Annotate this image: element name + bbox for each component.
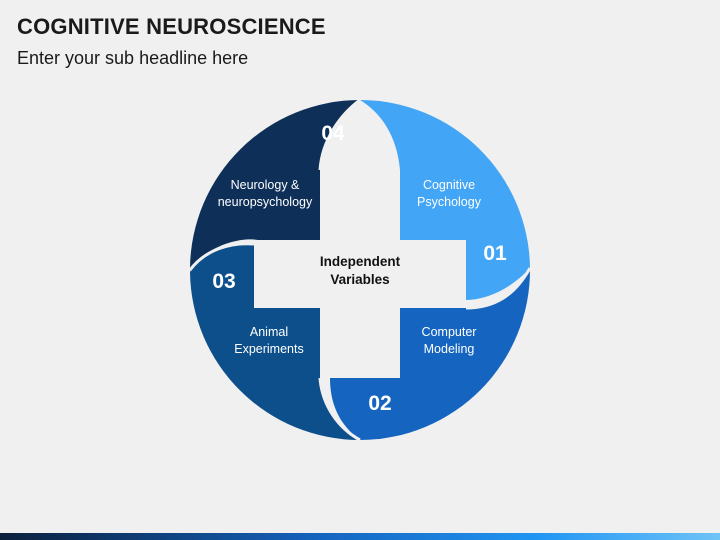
segment-04-number: 04 bbox=[321, 122, 345, 145]
segment-01-shape bbox=[360, 100, 530, 300]
segment-03-number: 03 bbox=[212, 270, 235, 293]
footer-accent-bar bbox=[0, 533, 720, 540]
segment-02-shape bbox=[330, 268, 531, 441]
segment-02-label-line1: Computer bbox=[422, 325, 477, 339]
segment-04-shape bbox=[190, 100, 360, 268]
separator-line bbox=[188, 242, 255, 271]
segment-04-label-line1: Neurology & bbox=[231, 178, 300, 192]
separator-line bbox=[318, 377, 361, 442]
separator-line bbox=[465, 267, 532, 310]
center-label-line1: Independent bbox=[320, 254, 401, 269]
segment-03-label-line2: Experiments bbox=[234, 342, 303, 356]
segment-01-number: 01 bbox=[483, 242, 507, 265]
segment-02-label-line2: Modeling bbox=[424, 342, 475, 356]
segment-01-label-line2: Psychology bbox=[417, 195, 482, 209]
center-label-line2: Variables bbox=[330, 272, 389, 287]
page-title: COGNITIVE NEUROSCIENCE bbox=[17, 14, 326, 39]
segment-02-number: 02 bbox=[368, 392, 391, 415]
separator-line bbox=[318, 98, 361, 171]
segment-04-label-line2: neuropsychology bbox=[218, 195, 313, 209]
segment-03-shape bbox=[190, 243, 360, 440]
segment-03-label-line1: Animal bbox=[250, 325, 288, 339]
page-subtitle: Enter your sub headline here bbox=[17, 48, 249, 68]
segment-01-label-line1: Cognitive bbox=[423, 178, 475, 192]
